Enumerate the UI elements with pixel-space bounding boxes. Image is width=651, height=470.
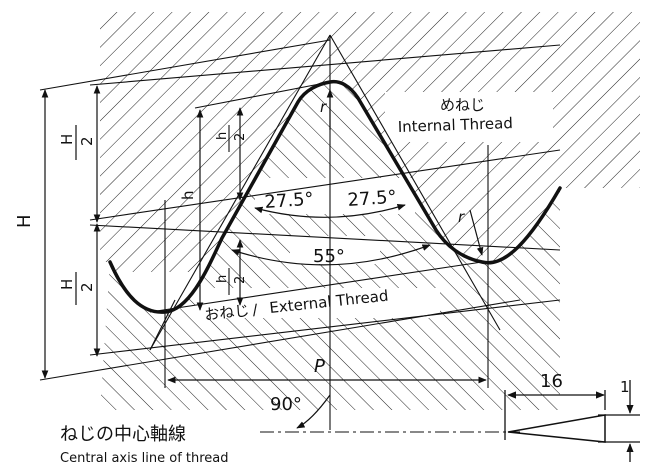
r-top-label: r — [320, 98, 327, 116]
internal-thread-jp-label: めねじ — [440, 96, 485, 114]
internal-thread-en-label: Internal Thread — [398, 114, 514, 136]
taper-length-label: 16 — [540, 371, 563, 392]
h-label: h — [179, 190, 197, 200]
r-right-label: r — [458, 208, 465, 226]
half-angle-arc — [254, 204, 406, 218]
taper-indicator — [504, 380, 640, 462]
dimension-arrows — [41, 85, 487, 429]
H-half-lower-den: 2 — [78, 282, 96, 292]
full-angle-label: 55° — [313, 246, 345, 267]
full-angle-arc — [231, 244, 431, 266]
external-thread-jp-label: おねじ — [204, 301, 251, 324]
right-angle-label: 90° — [270, 394, 302, 415]
h-half-upper-num: h — [215, 132, 230, 140]
axis-jp-label: ねじの中心軸線 — [60, 424, 186, 445]
half-angle-right-label: 27.5° — [347, 187, 397, 211]
P-label: P — [314, 356, 325, 377]
axis-en-label: Central axis line of thread — [60, 451, 229, 466]
right-angle-arc — [296, 394, 331, 429]
H-half-upper-num: H — [58, 134, 76, 145]
external-thread-separator: / — [252, 300, 260, 319]
H-half-lower-num: H — [58, 279, 76, 290]
half-angle-left-label: 27.5° — [264, 189, 314, 213]
radius-markers — [326, 89, 484, 256]
h-half-upper-den: 2 — [233, 133, 248, 141]
H-half-upper-den: 2 — [78, 136, 96, 146]
H-label: H — [14, 214, 35, 228]
h-half-lower-den: 2 — [233, 276, 248, 284]
taper-unit-label: 1 — [620, 378, 630, 396]
h-half-lower-num: h — [215, 275, 230, 283]
